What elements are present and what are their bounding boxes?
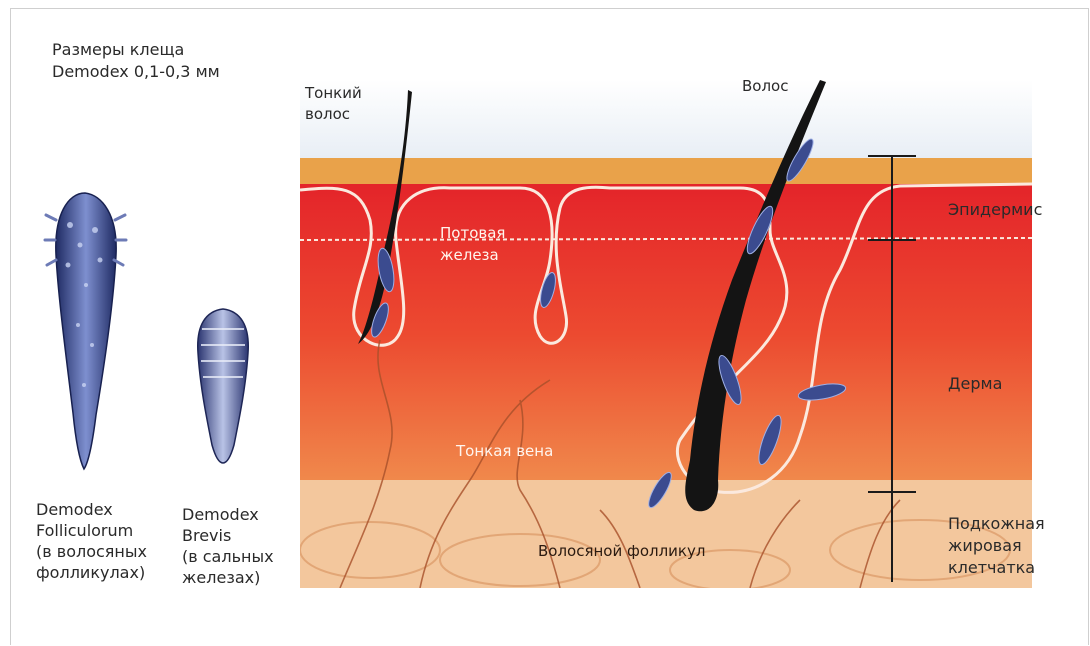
sweat-gland-label-line2: железа: [440, 246, 499, 265]
sweat-gland-label-line1: Потовая: [440, 224, 505, 243]
mite2-where-line2: железах): [182, 568, 260, 588]
layer-subcutaneous-label-line1: Подкожная: [948, 514, 1045, 534]
mite1-where-line1: (в волосяных: [36, 542, 147, 562]
demodex-folliculorum-illustration: [40, 185, 130, 475]
size-note-line1: Размеры клеща: [52, 40, 184, 60]
hair-follicle-label: Волосяной фолликул: [538, 542, 705, 561]
mite1-name-line1: Demodex: [36, 500, 113, 520]
mite1-name-line2: Folliculorum: [36, 521, 133, 541]
mite2-where-line1: (в сальных: [182, 547, 274, 567]
skin-cross-section: [300, 80, 1032, 588]
layer-dermis-label: Дерма: [948, 374, 1002, 394]
hair-label: Волос: [742, 77, 788, 96]
thin-hair-label-line2: волос: [305, 105, 350, 124]
size-note-line2: Demodex 0,1-0,3 мм: [52, 62, 220, 82]
thin-hair-label-line1: Тонкий: [305, 84, 362, 103]
thin-vein-label: Тонкая вена: [456, 442, 553, 461]
layer-epidermis-label: Эпидермис: [948, 200, 1042, 220]
mite1-where-line2: фолликулах): [36, 563, 145, 583]
demodex-brevis-illustration: [188, 305, 258, 465]
layer-subcutaneous-label-line3: клетчатка: [948, 558, 1035, 578]
mite2-name-line1: Demodex: [182, 505, 259, 525]
layer-subcutaneous-label-line2: жировая: [948, 536, 1022, 556]
mite2-name-line2: Brevis: [182, 526, 231, 546]
